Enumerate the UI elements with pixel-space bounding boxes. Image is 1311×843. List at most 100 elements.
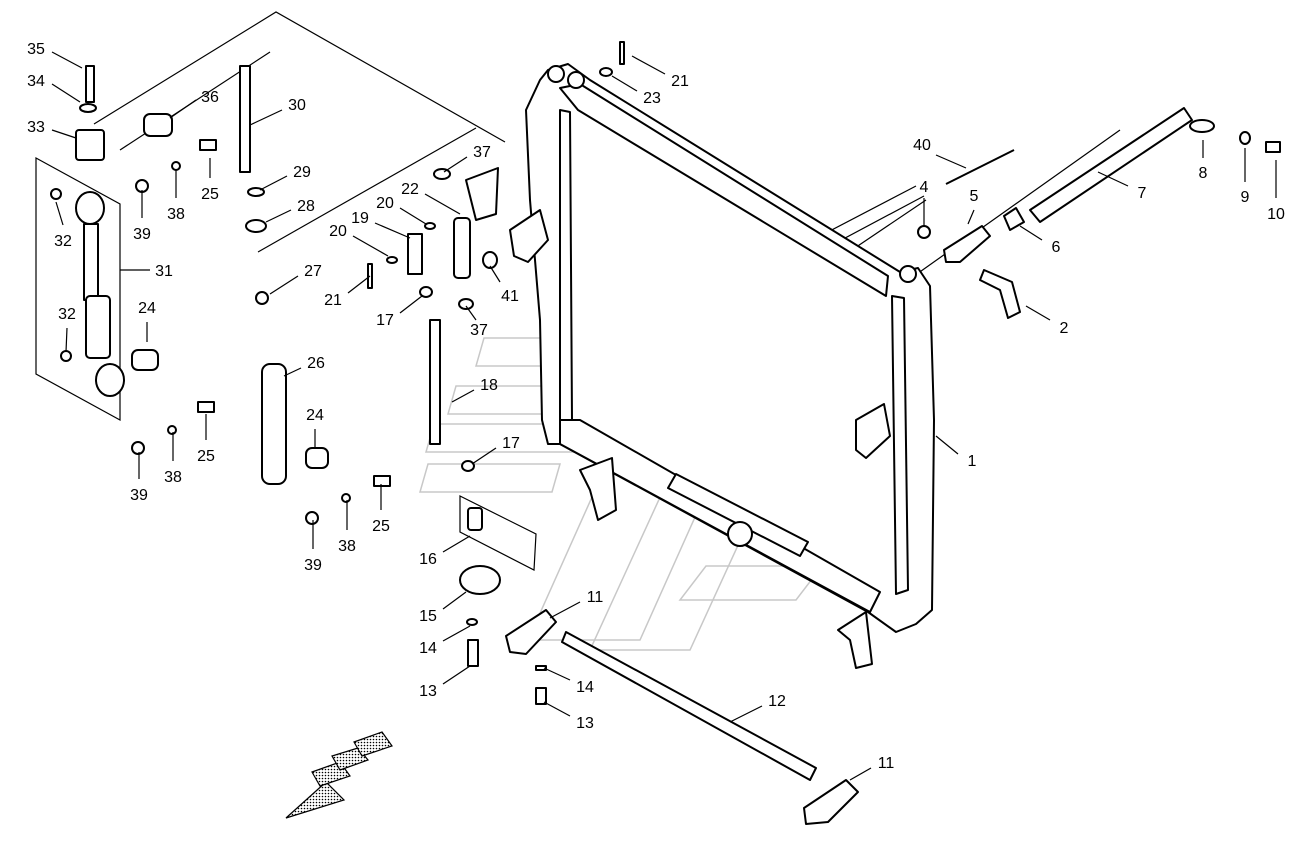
callout-number: 32 [54, 233, 72, 250]
callout-number: 37 [470, 322, 488, 339]
callout-leader [543, 667, 571, 681]
gas-strut-assembly [35, 65, 125, 422]
callout-number: 21 [671, 73, 689, 90]
callout-number: 12 [768, 693, 786, 710]
callout-leader [442, 591, 467, 610]
callout-leader [935, 154, 967, 169]
callout-number: 19 [351, 210, 369, 227]
callout-number: 11 [878, 755, 895, 772]
callout-number: 29 [293, 164, 311, 181]
callout-number: 38 [167, 206, 185, 223]
callout-number: 36 [201, 89, 219, 106]
spring-assembly [239, 65, 391, 525]
callout-number: 39 [130, 487, 148, 504]
callout-leader [51, 129, 77, 139]
callout-leader [399, 207, 427, 225]
callout-leader [935, 435, 959, 455]
callout-number: 25 [201, 186, 219, 203]
callout-leader [967, 209, 975, 225]
callout-leader [549, 601, 581, 619]
callout-number: 14 [576, 679, 594, 696]
callout-leader [1019, 225, 1043, 241]
callout-leader [451, 389, 475, 403]
callout-number: 25 [197, 448, 215, 465]
callout-number: 27 [304, 263, 322, 280]
callout-leader [489, 265, 501, 283]
callout-number: 6 [1052, 239, 1061, 256]
callout-leader [283, 367, 302, 377]
callout-number: 17 [376, 312, 394, 329]
callout-leader [424, 193, 461, 215]
callout-leader [442, 665, 471, 685]
callout-number: 35 [27, 41, 45, 58]
callout-number: 18 [480, 377, 498, 394]
callout-number: 11 [587, 589, 604, 606]
callout-leader [51, 51, 83, 69]
callout-number: 32 [58, 306, 76, 323]
callout-leader [55, 201, 64, 226]
callout-number: 28 [297, 198, 315, 215]
callout-number: 26 [307, 355, 325, 372]
callout-number: 17 [502, 435, 520, 452]
callout-number: 24 [306, 407, 324, 424]
callout-leader [51, 83, 81, 103]
callout-number: 23 [643, 90, 661, 107]
callout-leader [347, 275, 371, 294]
callout-number: 10 [1267, 206, 1285, 223]
callout-number: 8 [1199, 165, 1208, 182]
callout-leader [849, 767, 872, 781]
callout-leader [442, 535, 471, 553]
main-frame [509, 63, 935, 669]
callout-number: 1 [968, 453, 977, 470]
callout-number: 7 [1138, 185, 1147, 202]
callout-number: 34 [27, 73, 45, 90]
direction-arrow [285, 731, 393, 819]
callout-number: 24 [138, 300, 156, 317]
callout-leader [1025, 305, 1051, 321]
callout-leader [1097, 171, 1129, 187]
callout-number: 20 [329, 223, 347, 240]
callout-leader [729, 705, 763, 723]
callout-leader [611, 75, 638, 92]
callout-number: 22 [401, 181, 419, 198]
callout-leader [374, 222, 411, 239]
callout-number: 21 [324, 292, 342, 309]
callout-number: 4 [920, 179, 929, 196]
callout-number: 20 [376, 195, 394, 212]
callout-number: 13 [419, 683, 437, 700]
latch-assembly [459, 495, 859, 825]
callout-leader [465, 305, 477, 321]
center-small-parts [367, 167, 499, 472]
callout-number: 38 [338, 538, 356, 555]
callout-number: 2 [1060, 320, 1069, 337]
callout-leader [471, 447, 497, 465]
callout-leader [399, 295, 423, 314]
callout-number: 30 [288, 97, 306, 114]
callout-number: 14 [419, 640, 437, 657]
callout-number: 25 [372, 518, 390, 535]
callout-leader [269, 275, 299, 295]
callout-number: 39 [133, 226, 151, 243]
callout-number: 16 [419, 551, 437, 568]
callout-leader [631, 55, 666, 75]
callout-number: 31 [155, 263, 173, 280]
callout-leader [259, 175, 288, 191]
callout-number: 9 [1241, 189, 1250, 206]
callout-number: 13 [576, 715, 594, 732]
callout-number: 40 [913, 137, 931, 154]
callout-number: 37 [473, 144, 491, 161]
callout-leader [265, 209, 292, 223]
callout-leader [352, 235, 389, 257]
callout-number: 38 [164, 469, 182, 486]
callout-number: 5 [970, 188, 979, 205]
callout-number: 15 [419, 608, 437, 625]
right-small-parts [599, 41, 1281, 319]
callout-leader [543, 701, 571, 717]
callout-leader [249, 109, 283, 126]
callout-number: 33 [27, 119, 45, 136]
left-small-parts [131, 113, 217, 455]
callout-leader [169, 99, 197, 119]
callout-leader [442, 625, 471, 642]
